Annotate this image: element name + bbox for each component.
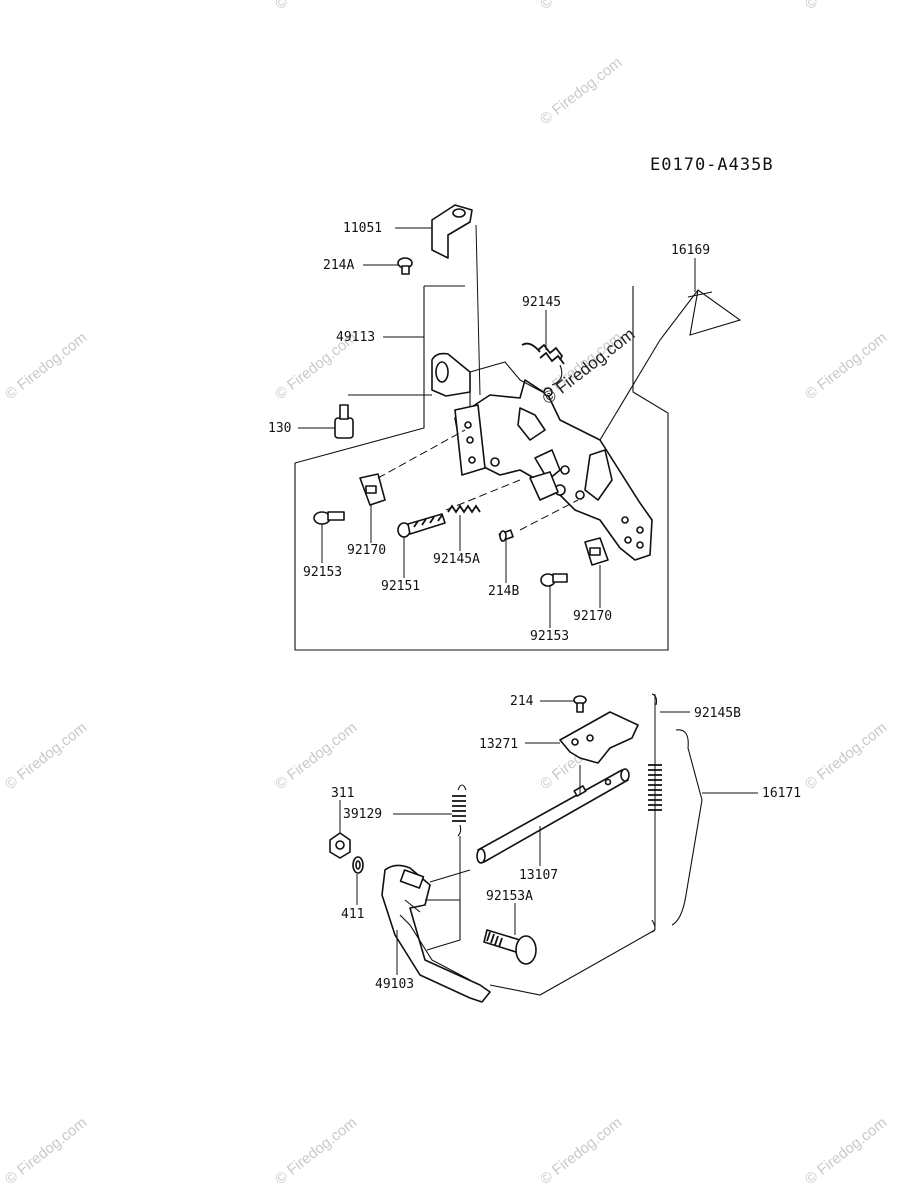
label-49113[interactable]: 49113 [336,330,375,345]
spring-92145A [447,504,481,514]
label-11051[interactable]: 11051 [343,221,382,236]
part-labels: 11051 214A 16169 92145 49113 130 92153 9… [268,221,801,992]
spring-39129 [452,784,467,940]
label-92170-right[interactable]: 92170 [573,609,612,624]
lower-assembly [329,693,703,1003]
label-214A[interactable]: 214A [323,258,354,273]
label-92153A[interactable]: 92153A [486,889,533,904]
label-92145B[interactable]: 92145B [694,706,741,721]
watermark-tile: © Firedog.com [537,54,625,128]
label-16169[interactable]: 16169 [671,243,710,258]
label-411[interactable]: 411 [341,907,364,922]
watermark-tile: © Firedog.com [802,1114,890,1188]
control-plate [454,361,653,561]
label-92145[interactable]: 92145 [522,295,561,310]
label-214[interactable]: 214 [510,694,534,709]
watermark-tile: © Firedog.com [802,329,890,403]
clip-92170-right [584,537,609,566]
link-lever [431,352,471,397]
label-39129[interactable]: 39129 [343,807,382,822]
label-92153-left[interactable]: 92153 [303,565,342,580]
label-92151[interactable]: 92151 [381,579,420,594]
watermark-tile: © Firedog.com [802,0,890,13]
watermark-tile: © Firedog.com [272,1114,360,1188]
label-13271[interactable]: 13271 [479,737,518,752]
watermark-tile: © Firedog.com [537,0,625,13]
label-13107[interactable]: 13107 [519,868,558,883]
diagram-code: E0170-A435B [650,155,774,175]
screw-214B [498,529,514,542]
spring-92145 [521,342,565,397]
label-92145A[interactable]: 92145A [433,552,480,567]
screw-92153-left [313,511,345,525]
nut-311 [329,832,351,859]
bolt-92153A [483,929,537,965]
clip-92170-left [359,473,386,506]
label-92153-right[interactable]: 92153 [530,629,569,644]
watermark-tile: © Firedog.com [802,719,890,793]
label-214B[interactable]: 214B [488,584,519,599]
watermark-center: © Firedog.com [539,324,639,408]
screw-214A [397,257,413,275]
watermark-tile: © Firedog.com [2,1114,90,1188]
watermark-tile: © Firedog.com [2,329,90,403]
wire-16169 [599,289,742,441]
label-49103[interactable]: 49103 [375,977,414,992]
side-bracket [454,404,486,476]
upper-assembly [294,204,742,651]
bracket-11051 [431,204,481,396]
watermark-layer: © Firedog.com © Firedog.com © Firedog.com ©… [2,0,890,1188]
lever-49103 [381,864,491,1003]
plate-13271 [559,711,639,764]
washer-411 [352,856,364,874]
shaft-13107 [476,765,630,864]
watermark-tile: © Firedog.com [272,719,360,793]
watermark-tile: © Firedog.com [272,0,360,13]
bolt-92151 [397,513,446,538]
label-16171[interactable]: 16171 [762,786,801,801]
screw-92153-right [540,573,568,587]
label-92170-left[interactable]: 92170 [347,543,386,558]
rod-16171 [671,729,703,926]
screw-214-lower [573,695,587,713]
leaders [298,227,758,975]
bolt-130 [334,394,432,439]
label-130[interactable]: 130 [268,421,291,436]
watermark-tile: © Firedog.com [2,719,90,793]
label-311[interactable]: 311 [331,786,354,801]
watermark-tile: © Firedog.com [537,1114,625,1188]
